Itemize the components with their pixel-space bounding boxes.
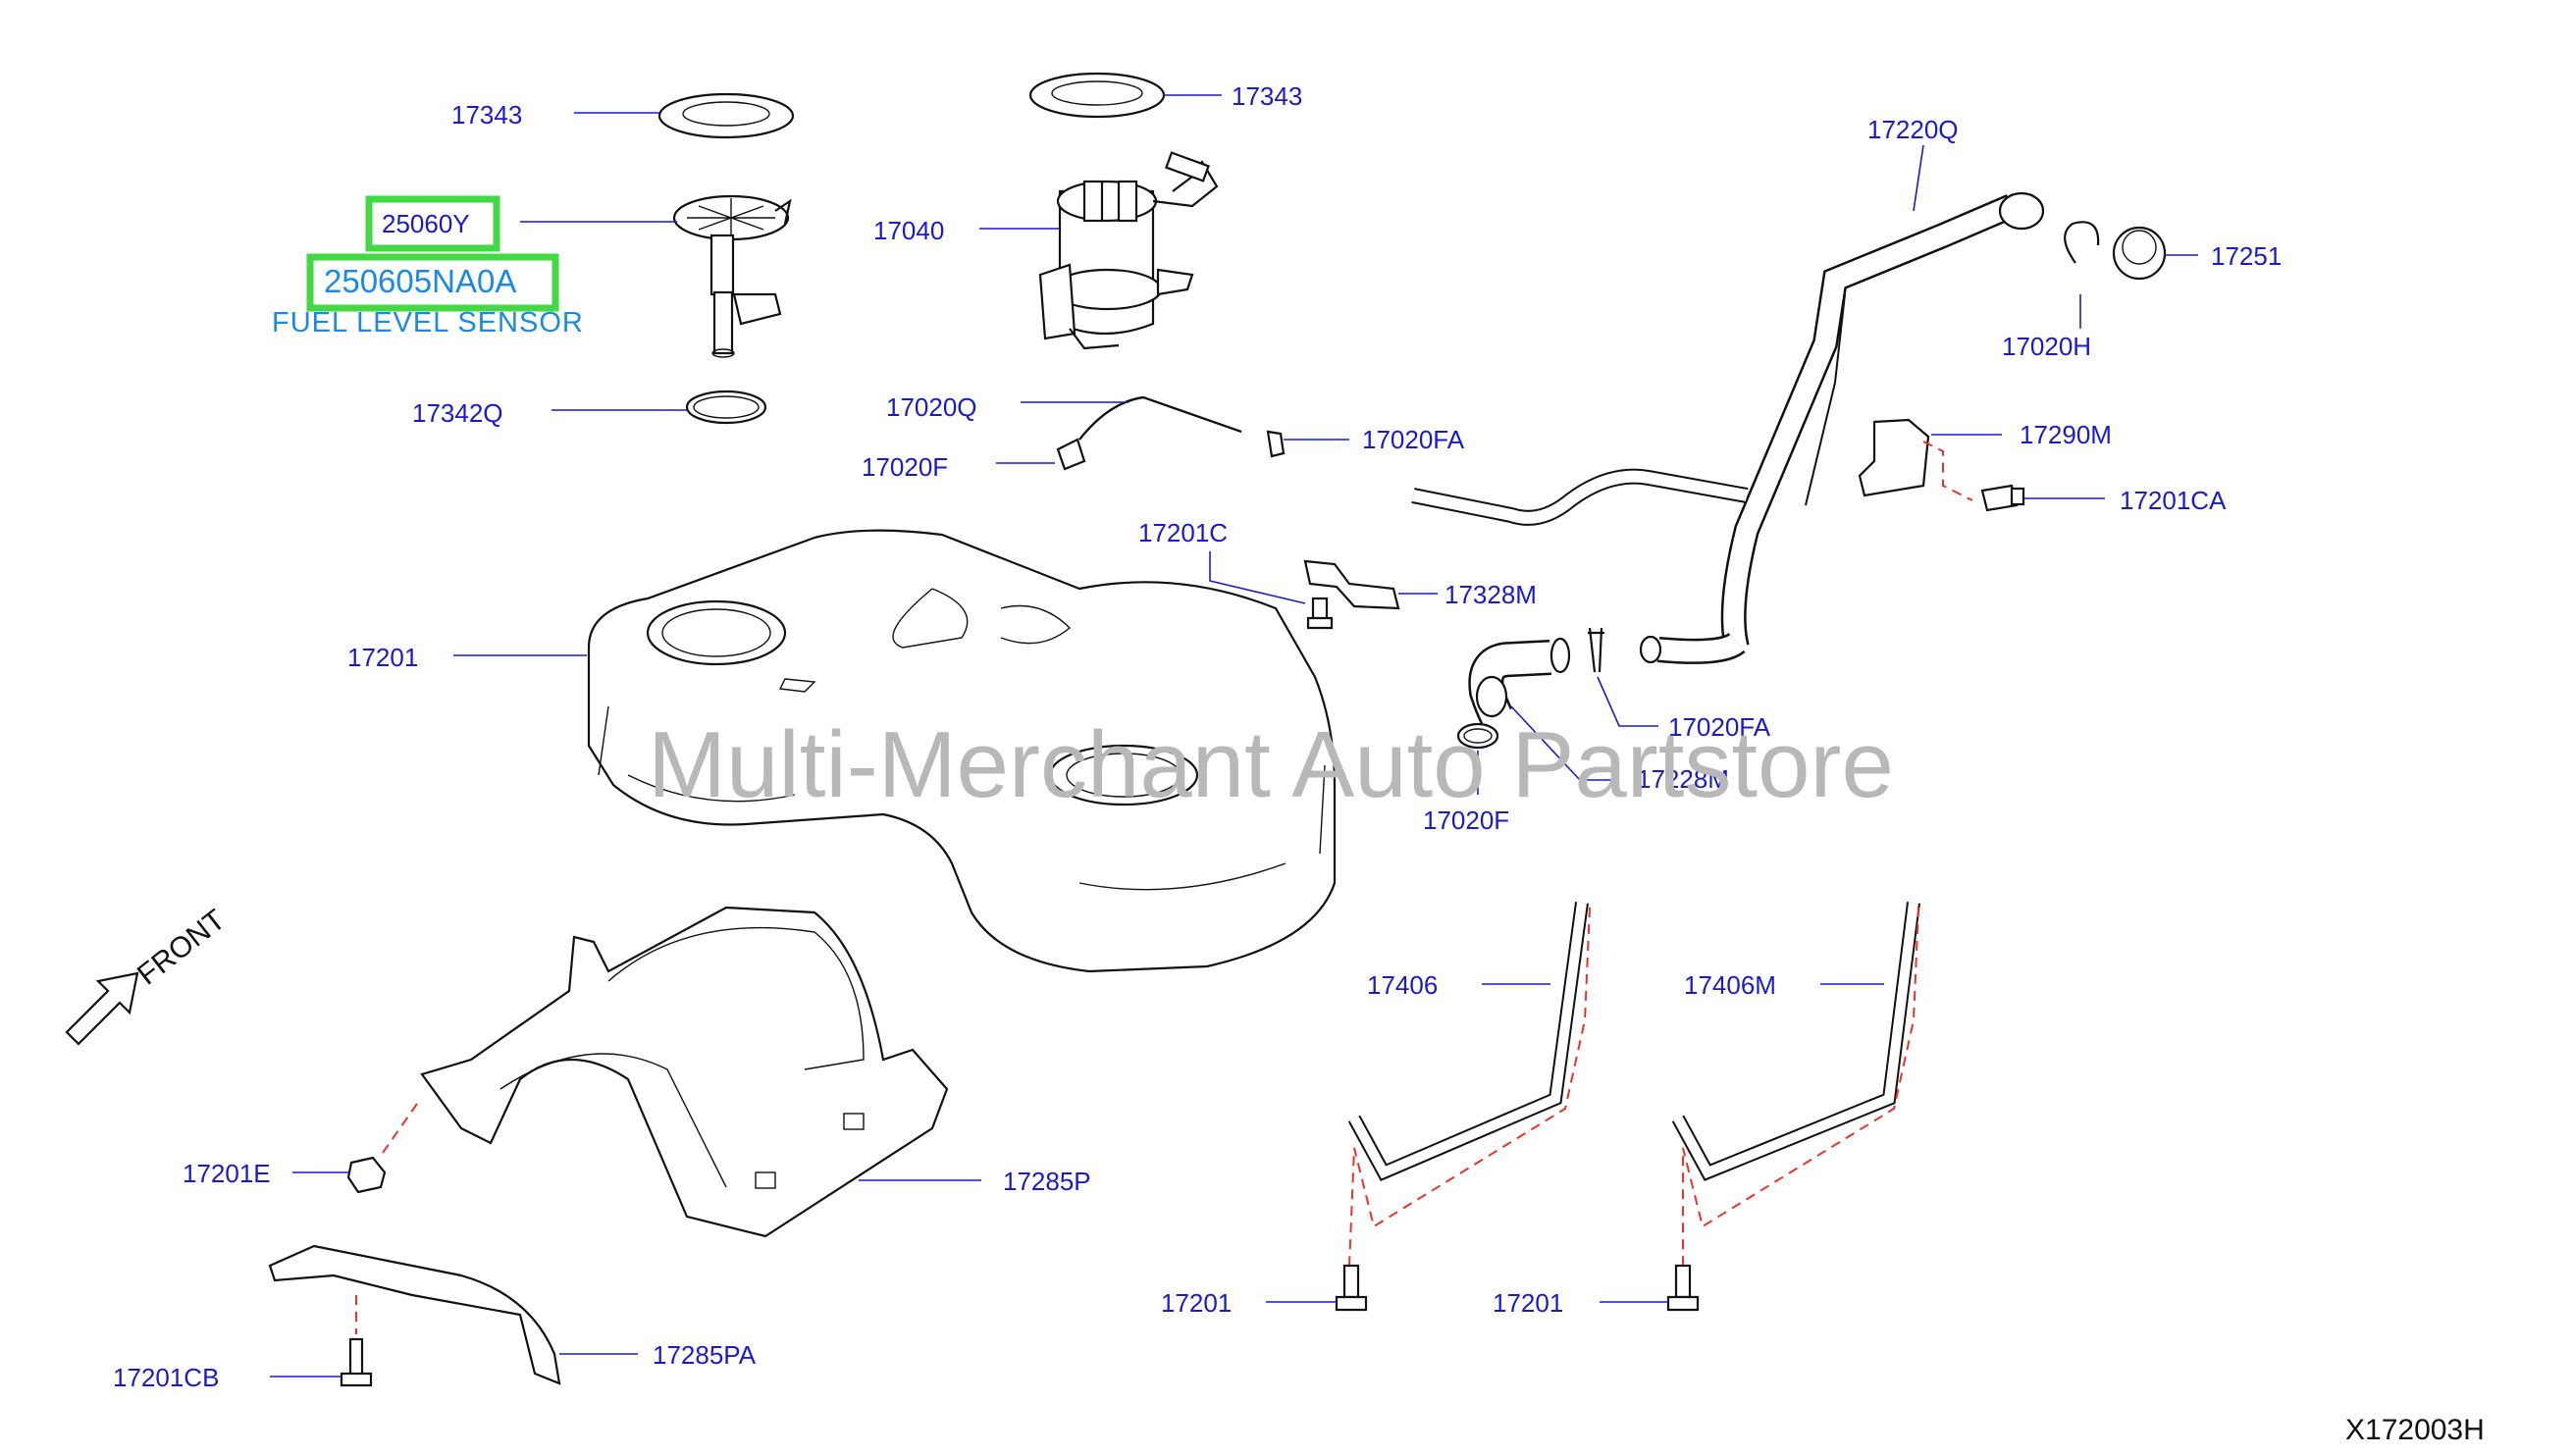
tank-straps (1335, 902, 1920, 1312)
highlight-box-25060Y (365, 195, 500, 252)
label-17020F-mid[interactable]: 17020F (1423, 806, 1509, 835)
label-17020Q[interactable]: 17020Q (886, 392, 977, 422)
label-17285P[interactable]: 17285P (1003, 1167, 1091, 1196)
label-17343-right[interactable]: 17343 (1232, 81, 1302, 111)
label-17285PA[interactable]: 17285PA (653, 1340, 757, 1370)
label-17220Q[interactable]: 17220Q (1867, 115, 1959, 144)
label-17343-left[interactable]: 17343 (451, 100, 522, 130)
watermark: Multi-Merchant Auto Partstore (648, 712, 1894, 817)
label-17020FA-mid[interactable]: 17020FA (1668, 712, 1771, 742)
label-17201CA[interactable]: 17201CA (2120, 486, 2227, 515)
hose-group-top (1056, 395, 1286, 471)
heat-shield (268, 906, 949, 1387)
fuel-pump-group (1028, 72, 1219, 350)
fuel-level-sensor-group (657, 92, 795, 425)
label-17290M[interactable]: 17290M (2020, 420, 2112, 449)
label-17201CB[interactable]: 17201CB (113, 1363, 219, 1392)
filler-pipe-group (1411, 191, 2167, 664)
front-label: FRONT (131, 904, 232, 992)
highlight-box-250605NA0A (306, 253, 559, 312)
label-25060Y[interactable]: 25060Y (382, 209, 470, 238)
hose-17228M-group (1456, 627, 1604, 750)
fuel-tank (587, 529, 1337, 973)
leader-lines (270, 94, 2198, 1378)
label-17020FA-top[interactable]: 17020FA (1362, 425, 1465, 454)
label-17201C[interactable]: 17201C (1138, 518, 1228, 547)
label-17201E[interactable]: 17201E (183, 1159, 271, 1188)
label-17201-bolt1[interactable]: 17201 (1161, 1288, 1232, 1318)
label-17406M[interactable]: 17406M (1684, 970, 1776, 1000)
label-17201-tank[interactable]: 17201 (347, 643, 418, 672)
label-250605NA0A[interactable]: 250605NA0A (324, 263, 516, 299)
diagram-code: X172003H (2345, 1414, 2485, 1446)
label-17228M[interactable]: 17228M (1637, 764, 1729, 794)
fuel-level-sensor-note: FUEL LEVEL SENSOR (272, 307, 584, 338)
label-17342Q[interactable]: 17342Q (412, 398, 503, 428)
part-number-labels: 17343 25060Y 250605NA0A FUEL LEVEL SENSO… (113, 81, 2282, 1392)
front-arrow: FRONT (65, 904, 232, 1046)
label-17020F-top[interactable]: 17020F (862, 452, 948, 482)
label-17251[interactable]: 17251 (2211, 241, 2282, 271)
label-17040[interactable]: 17040 (873, 216, 944, 245)
bracket-17328M-group (1303, 559, 1400, 630)
label-17201-bolt2[interactable]: 17201 (1493, 1288, 1563, 1318)
label-17020H[interactable]: 17020H (2002, 332, 2091, 361)
label-17328M[interactable]: 17328M (1444, 580, 1537, 609)
label-17406[interactable]: 17406 (1367, 970, 1438, 1000)
